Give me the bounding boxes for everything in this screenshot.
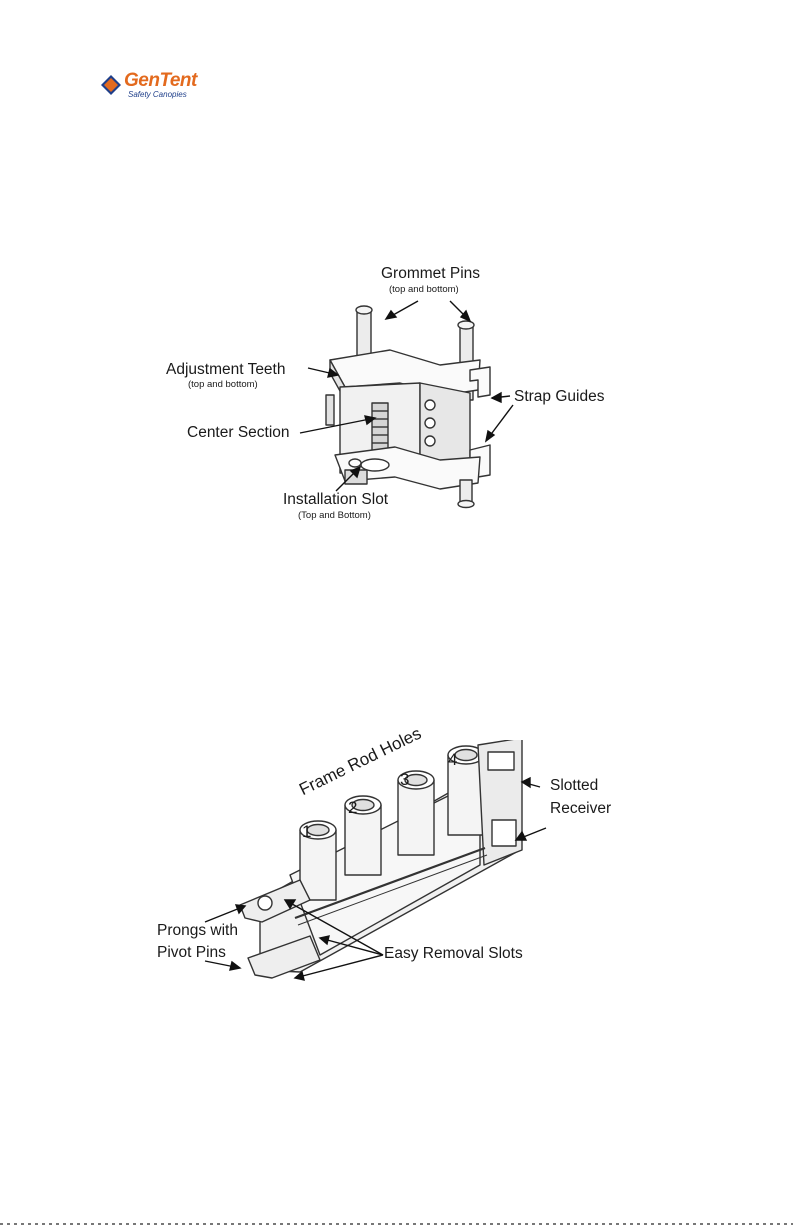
easy-removal-slots-label: Easy Removal Slots [384, 945, 523, 962]
prongs-label-line2: Pivot Pins [157, 944, 226, 961]
hole-number-2: 2 [348, 798, 357, 818]
grommet-pins-sublabel: (top and bottom) [389, 285, 459, 295]
installation-slot-sublabel: (Top and Bottom) [298, 511, 371, 521]
clip-illustration [0, 255, 793, 545]
hole-number-1: 1 [302, 822, 311, 842]
brand-tagline: Safety Canopies [128, 90, 187, 99]
brand-logo: GenTent Safety Canopies [100, 68, 210, 102]
diamond-logo-icon [100, 74, 122, 96]
hole-number-4: 4 [448, 750, 457, 770]
grommet-pins-label: Grommet Pins [381, 265, 480, 282]
clip-diagram: Grommet Pins (top and bottom) Adjustment… [0, 255, 793, 545]
adjustment-teeth-sublabel: (top and bottom) [188, 380, 258, 390]
slotted-receiver-label-line1: Slotted [550, 777, 598, 794]
adjustment-teeth-label: Adjustment Teeth [166, 361, 285, 378]
center-section-label: Center Section [187, 424, 290, 441]
strap-guides-label: Strap Guides [514, 388, 604, 405]
brand-name: GenTent [124, 70, 197, 92]
prongs-label-line1: Prongs with [157, 922, 238, 939]
installation-slot-label: Installation Slot [283, 491, 388, 508]
slotted-receiver-label-line2: Receiver [550, 800, 611, 817]
hole-number-3: 3 [400, 770, 409, 790]
frame-rod-diagram: Frame Rod Holes 1 2 3 4 Slotted Receiver… [0, 740, 793, 1000]
